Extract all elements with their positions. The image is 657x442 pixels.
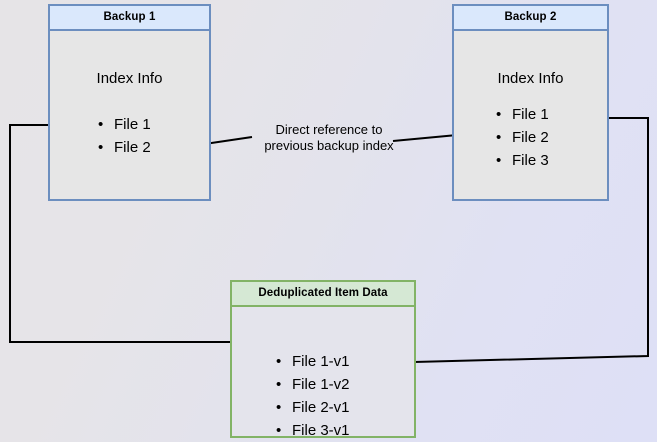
node-deduplicated-header: Deduplicated Item Data [232, 282, 414, 307]
deduplicated-file-list: File 1-v1 File 1-v2 File 2-v1 File 3-v1 [276, 350, 350, 442]
node-backup-1-body: Index Info File 1 File 2 [50, 31, 209, 199]
node-backup-2-header: Backup 2 [454, 6, 607, 31]
backup-1-file-list: File 1 File 2 [98, 113, 151, 159]
list-item[interactable]: File 2 [496, 126, 549, 149]
node-backup-1-header: Backup 1 [50, 6, 209, 31]
list-item[interactable]: File 1 [496, 103, 549, 126]
node-backup-2[interactable]: Backup 2 Index Info File 1 File 2 File 3 [452, 4, 609, 201]
backup-1-index-info-label: Index Info [96, 70, 163, 87]
backup-2-file-list: File 1 File 2 File 3 [496, 103, 549, 172]
list-item[interactable]: File 1-v1 [276, 350, 350, 373]
node-deduplicated-item-data[interactable]: Deduplicated Item Data File 1-v1 File 1-… [230, 280, 416, 442]
list-item[interactable]: File 1 [98, 113, 151, 136]
edge-label-direct-reference: Direct reference to previous backup inde… [247, 122, 411, 154]
backup-2-index-info-label: Index Info [497, 70, 564, 87]
list-item[interactable]: File 3-v1 [276, 419, 350, 442]
node-backup-1[interactable]: Backup 1 Index Info File 1 File 2 [48, 4, 211, 201]
edge-label-line-2: previous backup index [264, 138, 394, 153]
node-backup-2-body: Index Info File 1 File 2 File 3 [454, 31, 607, 199]
list-item[interactable]: File 2-v1 [276, 396, 350, 419]
list-item[interactable]: File 3 [496, 149, 549, 172]
list-item[interactable]: File 2 [98, 136, 151, 159]
edge-label-line-1: Direct reference to [275, 122, 383, 137]
list-item[interactable]: File 1-v2 [276, 373, 350, 396]
node-deduplicated-body: File 1-v1 File 1-v2 File 2-v1 File 3-v1 [232, 307, 414, 442]
